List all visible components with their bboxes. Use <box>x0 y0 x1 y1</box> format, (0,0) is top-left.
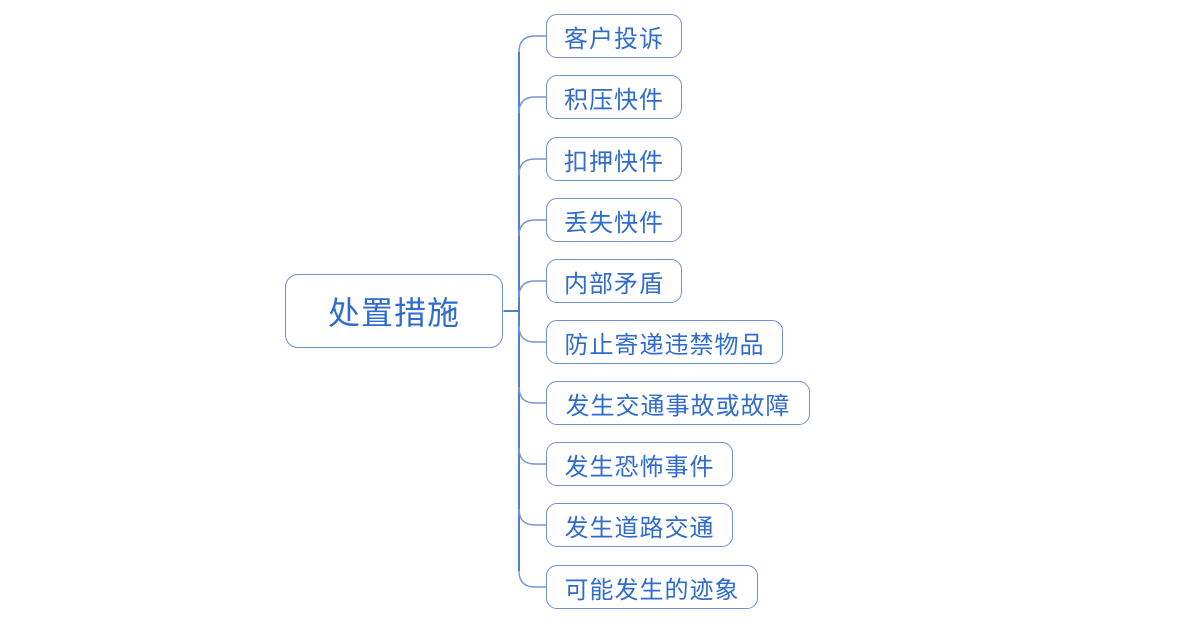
child-node-possible-signs[interactable]: 可能发生的迹象 <box>546 565 758 609</box>
branch-curve-5 <box>518 325 547 343</box>
child-node-detained-parcels[interactable]: 扣押快件 <box>546 137 682 181</box>
branch-curve-3 <box>518 219 547 237</box>
child-node-road-traffic[interactable]: 发生道路交通 <box>546 503 733 547</box>
branch-curve-1 <box>518 96 547 114</box>
child-node-traffic-accident-or-breakdown[interactable]: 发生交通事故或故障 <box>546 381 810 425</box>
child-node-lost-parcels[interactable]: 丢失快件 <box>546 198 682 242</box>
branch-curve-9 <box>518 570 547 588</box>
child-node-internal-conflict[interactable]: 内部矛盾 <box>546 259 682 303</box>
branch-curve-7 <box>518 447 547 465</box>
branch-curve-4 <box>518 280 547 298</box>
branch-curve-6 <box>518 386 547 404</box>
branch-curve-0 <box>518 35 547 53</box>
child-node-backlogged-parcels[interactable]: 积压快件 <box>546 75 682 119</box>
child-node-prohibited-items[interactable]: 防止寄递违禁物品 <box>546 320 783 364</box>
branch-curve-2 <box>518 158 547 176</box>
branch-curve-8 <box>518 508 547 526</box>
child-node-terrorist-incident[interactable]: 发生恐怖事件 <box>546 442 733 486</box>
child-node-customer-complaint[interactable]: 客户投诉 <box>546 14 682 58</box>
root-node[interactable]: 处置措施 <box>285 274 503 348</box>
